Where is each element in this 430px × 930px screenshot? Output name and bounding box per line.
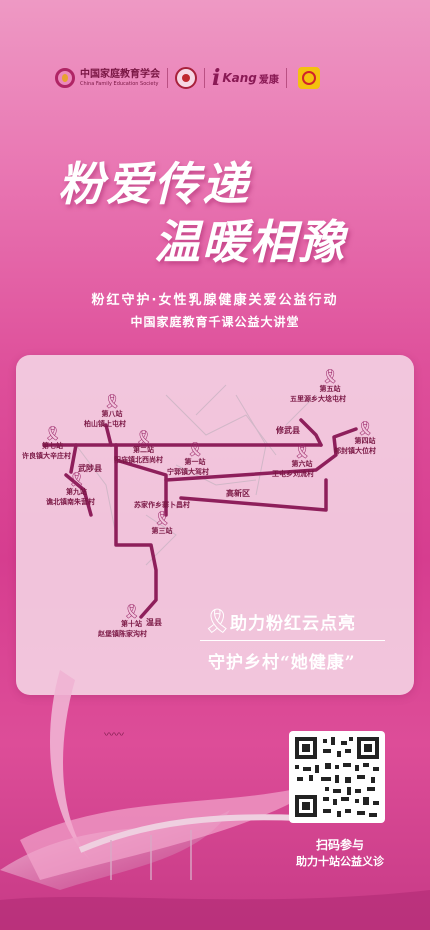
station-marker: 🎗 第八站 柏山镇上屯村	[84, 394, 126, 429]
route-map	[42, 384, 358, 619]
pink-ribbon-icon: 🎗	[122, 604, 141, 620]
county-label: 高新区	[226, 489, 250, 498]
cfes-logo: 中国家庭教育学会 China Family Education Society	[55, 68, 160, 88]
county-label: 温县	[146, 618, 162, 627]
county-label: 修武县	[276, 426, 300, 435]
logo-divider	[204, 68, 205, 88]
station-place: 赵堡镇陈家沟村	[98, 630, 147, 638]
pink-ribbon-icon: 🎗	[356, 421, 374, 437]
logo-divider	[167, 68, 168, 88]
ikang-logo: i Kang 爱康	[212, 65, 279, 91]
logo-divider	[285, 68, 287, 88]
subtitle-campaign: 粉红守护·女性乳腺健康关爱公益行动	[91, 293, 339, 308]
station-stop: 第六站	[291, 460, 313, 468]
station-stop: 第一站	[184, 458, 206, 466]
slogan-line1: 助力粉红云点亮	[230, 614, 356, 634]
qr-code[interactable]	[289, 731, 385, 823]
cfes-name-cn: 中国家庭教育学会	[80, 68, 160, 80]
station-marker: 🎗 第六站 王屯乡刘流村	[272, 444, 314, 479]
station-marker: 🎗 第七站 许良镇大辛庄村	[22, 426, 71, 461]
pink-ribbon-icon: 🎗	[67, 472, 86, 488]
cfes-emblem-icon	[55, 68, 75, 88]
station-place: 五里源乡大埝屯村	[290, 395, 346, 403]
station-marker: 🎗 第二站 阳庙镇北西尚村	[114, 430, 163, 465]
station-stop: 第七站	[42, 442, 63, 450]
partner-logos: 中国家庭教育学会 China Family Education Society …	[55, 63, 375, 93]
station-stop: 第八站	[101, 410, 123, 418]
station-place: 谯北镇南朱营村	[46, 498, 95, 506]
svg-text:〰〰: 〰〰	[104, 730, 124, 741]
station-place: 苏家作乡寨卜昌村	[134, 501, 190, 509]
pink-ribbon-icon: 🎗	[43, 426, 62, 442]
station-stop: 第九站	[66, 488, 87, 496]
slogan-line2: 守护乡村“她健康”	[208, 653, 356, 673]
station-marker: 苏家作乡寨卜昌村 🎗 第三站	[134, 500, 190, 536]
station-marker: 🎗 第十站 赵堡镇陈家沟村	[98, 604, 147, 639]
cfes-name-en: China Family Education Society	[80, 80, 159, 87]
slogan-divider	[200, 640, 385, 641]
station-place: 许良镇大辛庄村	[22, 452, 71, 460]
station-marker: 🎗 第九站 谯北镇南朱营村	[46, 472, 95, 507]
main-title-line1: 粉爱传递	[58, 157, 250, 211]
pink-ribbon-icon: 🎗	[134, 430, 153, 446]
womens-federation-icon	[297, 67, 320, 89]
station-stop: 第三站	[151, 527, 173, 535]
station-stop: 第五站	[319, 385, 341, 393]
partner-seal-icon	[175, 67, 197, 89]
station-place: 宁郭镇大驾村	[167, 468, 209, 476]
decorative-ribbon-landscape: 〰〰	[0, 670, 430, 930]
qr-caption-2: 助力十站公益义诊	[296, 855, 384, 868]
station-stop: 第二站	[133, 446, 154, 454]
station-marker: 🎗 第五站 五里源乡大埝屯村	[290, 369, 346, 404]
station-place: 王屯乡刘流村	[272, 470, 314, 478]
station-marker: 🎗 第四站 郇封镇大位村	[334, 421, 376, 456]
pink-ribbon-icon: 🎗	[153, 511, 171, 527]
pink-ribbon-icon: 🎗	[186, 442, 204, 458]
station-place: 柏山镇上屯村	[84, 420, 126, 428]
pink-ribbon-icon: 🎗	[321, 369, 339, 385]
station-place: 阳庙镇北西尚村	[114, 456, 163, 464]
pink-ribbon-icon: 🎗	[202, 607, 233, 635]
qr-caption-1: 扫码参与	[315, 838, 364, 852]
station-stop: 第四站	[354, 437, 376, 445]
station-place: 郇封镇大位村	[334, 447, 376, 455]
subtitle-organizer: 中国家庭教育千课公益大讲堂	[130, 315, 300, 329]
main-title-line2: 温暖相豫	[154, 215, 346, 269]
route-map-card: 🎗 第五站 五里源乡大埝屯村 🎗 第四站 郇封镇大位村 🎗 第六站 王屯乡刘流村…	[16, 355, 414, 695]
pink-ribbon-icon: 🎗	[103, 394, 121, 410]
pink-ribbon-icon: 🎗	[293, 444, 311, 460]
station-marker: 🎗 第一站 宁郭镇大驾村	[167, 442, 209, 477]
county-label: 武陟县	[78, 464, 102, 473]
station-stop: 第十站	[121, 620, 142, 628]
qr-pattern	[295, 737, 379, 817]
